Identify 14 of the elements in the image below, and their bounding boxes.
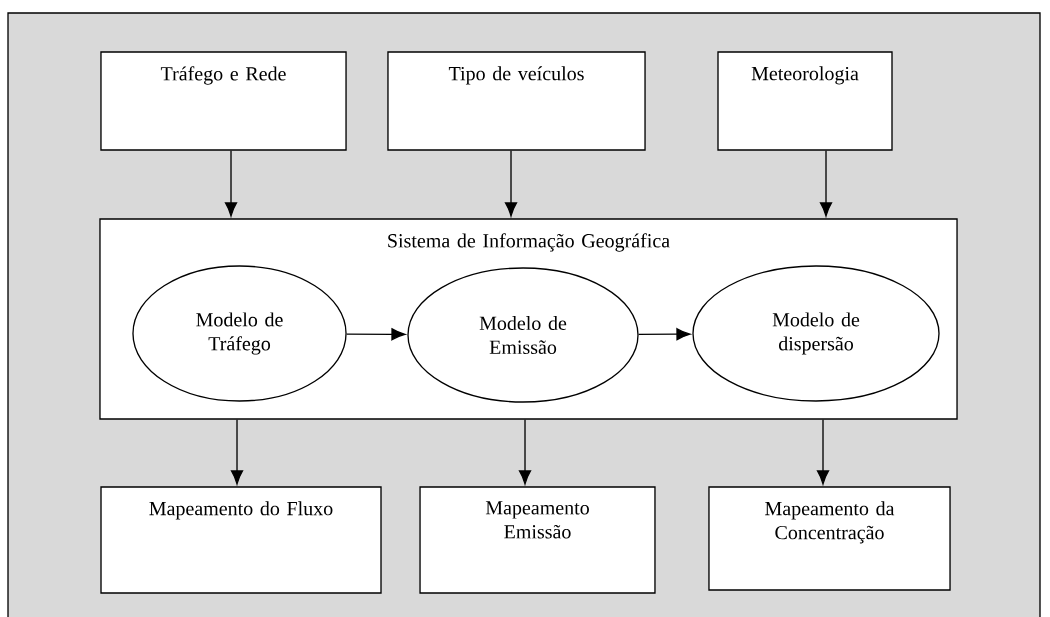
input-box: Tráfego e Rede [100, 51, 347, 151]
arrow [346, 328, 406, 341]
output-box: Mapeamento da Concentração [708, 486, 951, 591]
input-box: Tipo de veículos [387, 51, 646, 151]
input-box: Meteorologia [717, 51, 893, 151]
arrow [518, 419, 532, 485]
arrow [224, 150, 238, 217]
arrow [819, 150, 833, 217]
output-box: Mapeamento do Fluxo [100, 486, 382, 594]
arrow [504, 150, 518, 217]
arrow [230, 419, 244, 485]
arrow [638, 328, 691, 341]
arrow [816, 419, 830, 485]
output-box: Mapeamento Emissão [419, 486, 656, 594]
